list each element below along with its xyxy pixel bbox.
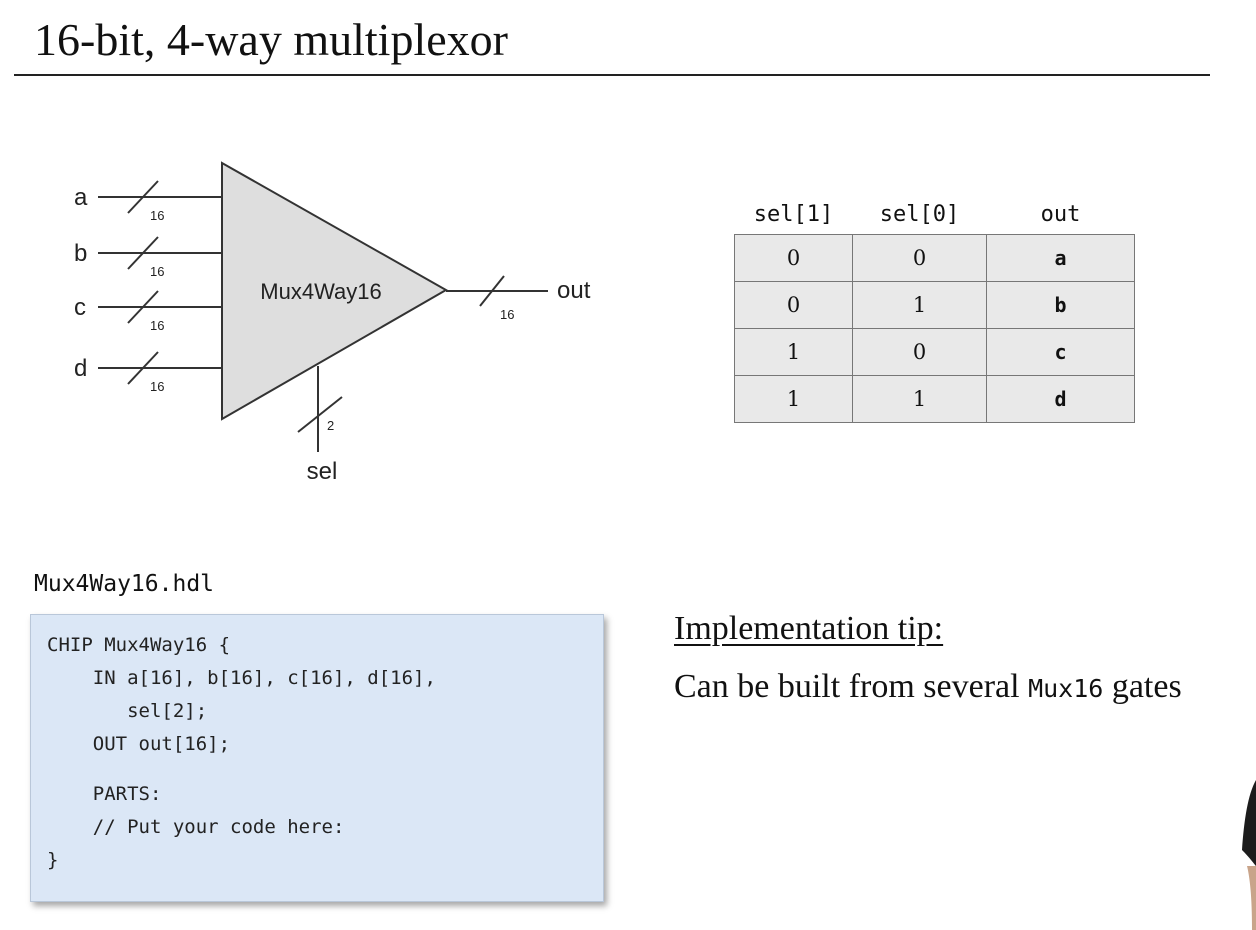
truth-table-out-cell: c	[986, 328, 1135, 376]
truth-table: sel[1] sel[0] out 0 0 a 0 1 b 1 0 c 1 1 …	[734, 194, 1135, 423]
output-width-label: 16	[500, 307, 514, 322]
code-line: // Put your code here:	[47, 816, 345, 838]
input-pin-label-a: a	[74, 184, 88, 211]
code-blank-line	[47, 761, 603, 778]
truth-table-row: 1 0 c	[734, 328, 1135, 376]
title-divider	[14, 74, 1210, 76]
truth-table-row: 1 1 d	[734, 375, 1135, 423]
truth-table-cell: 1	[852, 281, 987, 329]
input-pin-label-d: d	[74, 355, 87, 382]
truth-table-cell: 1	[734, 328, 853, 376]
input-width-label-c: 16	[150, 318, 164, 333]
mux-gate-label: Mux4Way16	[260, 279, 381, 304]
truth-table-cell: 0	[852, 328, 987, 376]
code-line: OUT out[16];	[47, 733, 231, 755]
presenter-silhouette	[1242, 780, 1256, 930]
mux-gate-body	[221, 161, 449, 421]
truth-table-row: 0 1 b	[734, 281, 1135, 329]
slide-title: 16-bit, 4-way multiplexor	[34, 14, 508, 65]
tip-heading: Implementation tip:	[674, 610, 944, 647]
select-width-label: 2	[327, 418, 334, 433]
code-line: }	[47, 849, 59, 871]
input-bus-slash-c	[127, 290, 159, 324]
select-bus-slash	[297, 396, 343, 433]
code-line: sel[2];	[47, 700, 208, 722]
output-pin-label: out	[557, 277, 591, 304]
input-bus-slash-d	[127, 351, 159, 385]
input-bus-slash-a	[127, 180, 159, 214]
code-line: IN a[16], b[16], c[16], d[16],	[47, 667, 436, 689]
truth-table-out-cell: d	[986, 375, 1135, 423]
mux-diagram: a 16 b 16 c 16 d 16 Mux4Way16 16 out 2 sel	[74, 161, 591, 485]
tip-code-word: Mux16	[1028, 674, 1104, 703]
input-pin-label-b: b	[74, 240, 87, 267]
input-bus-slash-b	[127, 236, 159, 270]
tip-text-before: Can be built from several	[674, 668, 1029, 705]
truth-table-cell: 0	[734, 281, 853, 329]
output-bus-slash	[479, 275, 505, 307]
input-pin-label-c: c	[74, 294, 86, 321]
input-width-label-a: 16	[150, 208, 164, 223]
code-line: CHIP Mux4Way16 {	[47, 634, 231, 656]
truth-table-cell: 0	[852, 234, 987, 282]
truth-table-header-row: sel[1] sel[0] out	[735, 194, 1135, 235]
hdl-code-block: CHIP Mux4Way16 { IN a[16], b[16], c[16],…	[30, 614, 604, 902]
tip-text-after: gates	[1103, 668, 1182, 705]
hdl-filename: Mux4Way16.hdl	[34, 571, 215, 597]
truth-table-out-cell: b	[986, 281, 1135, 329]
select-pin-label: sel	[307, 458, 338, 485]
truth-table-row: 0 0 a	[734, 234, 1135, 282]
truth-table-header-out: out	[1040, 201, 1081, 227]
truth-table-cell: 1	[852, 375, 987, 423]
truth-table-out-cell: a	[986, 234, 1135, 282]
truth-table-header-sel0: sel[0]	[879, 201, 960, 227]
truth-table-cell: 1	[734, 375, 853, 423]
truth-table-cell: 0	[734, 234, 853, 282]
code-line: PARTS:	[47, 783, 162, 805]
truth-table-header-sel1: sel[1]	[753, 201, 834, 227]
tip-text: Can be built from several Mux16 gates	[674, 664, 1182, 712]
input-width-label-d: 16	[150, 379, 164, 394]
input-width-label-b: 16	[150, 264, 164, 279]
